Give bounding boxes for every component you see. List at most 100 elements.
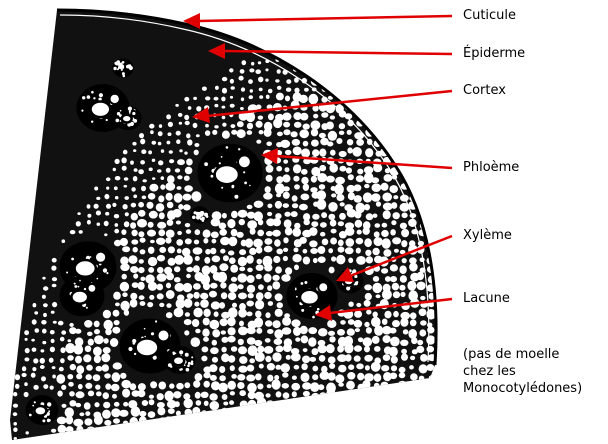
parenchyma-cell bbox=[363, 401, 372, 411]
parenchyma-cell bbox=[303, 124, 310, 130]
parenchyma-cell bbox=[346, 381, 355, 390]
parenchyma-cell bbox=[219, 263, 228, 271]
epidermis-cell bbox=[168, 122, 173, 127]
parenchyma-cell bbox=[327, 142, 333, 147]
parenchyma-cell bbox=[168, 246, 175, 253]
parenchyma-cell bbox=[204, 401, 209, 406]
parenchyma-cell bbox=[339, 151, 347, 157]
parenchyma-cell bbox=[120, 373, 126, 379]
parenchyma-cell bbox=[231, 346, 237, 352]
parenchyma-cell bbox=[292, 391, 297, 397]
parenchyma-cell bbox=[326, 122, 334, 130]
parenchyma-cell bbox=[228, 292, 236, 300]
parenchyma-cell bbox=[120, 437, 126, 443]
parenchyma-cell bbox=[380, 129, 388, 137]
parenchyma-cell bbox=[362, 434, 371, 444]
parenchyma-cell bbox=[410, 312, 417, 319]
parenchyma-cell bbox=[237, 121, 244, 127]
bundle-cell bbox=[191, 362, 194, 365]
epidermis-cell bbox=[321, 66, 326, 71]
parenchyma-cell bbox=[308, 337, 316, 347]
epidermis-cell bbox=[134, 168, 138, 172]
parenchyma-cell bbox=[283, 237, 288, 243]
parenchyma-cell bbox=[400, 124, 406, 129]
parenchyma-cell bbox=[356, 139, 364, 146]
epidermis-cell bbox=[97, 223, 101, 226]
parenchyma-cell bbox=[192, 438, 200, 444]
parenchyma-cell bbox=[231, 229, 238, 236]
epidermis-cell bbox=[284, 42, 289, 47]
epidermis-cell bbox=[222, 116, 226, 119]
parenchyma-cell bbox=[365, 148, 373, 157]
parenchyma-cell bbox=[267, 375, 273, 382]
parenchyma-cell bbox=[382, 238, 391, 249]
epidermis-cell bbox=[329, 70, 333, 74]
parenchyma-cell bbox=[429, 150, 435, 157]
epidermis-cell bbox=[158, 160, 163, 165]
epidermis-cell bbox=[277, 69, 281, 74]
epidermis-cell bbox=[42, 329, 47, 334]
bundle-cell bbox=[181, 368, 183, 370]
parenchyma-cell bbox=[372, 391, 380, 400]
parenchyma-cell bbox=[425, 129, 433, 138]
parenchyma-cell bbox=[346, 238, 355, 247]
epidermis-cell bbox=[184, 152, 187, 155]
epidermis-cell bbox=[24, 330, 29, 335]
parenchyma-cell bbox=[285, 167, 290, 172]
parenchyma-cell bbox=[186, 274, 191, 278]
parenchyma-cell bbox=[429, 214, 435, 220]
parenchyma-cell bbox=[390, 337, 400, 347]
parenchyma-cell bbox=[373, 164, 382, 173]
parenchyma-cell bbox=[354, 195, 362, 203]
parenchyma-cell bbox=[365, 428, 374, 436]
bundle-cell bbox=[204, 213, 208, 217]
parenchyma-cell bbox=[258, 284, 264, 290]
parenchyma-cell bbox=[184, 382, 190, 388]
epidermis-cell bbox=[122, 166, 127, 171]
parenchyma-cell bbox=[122, 292, 127, 297]
parenchyma-cell bbox=[282, 327, 292, 335]
parenchyma-cell bbox=[291, 398, 299, 406]
parenchyma-cell bbox=[86, 374, 92, 380]
parenchyma-cell bbox=[159, 212, 165, 219]
parenchyma-cell bbox=[412, 104, 417, 108]
parenchyma-cell bbox=[139, 295, 145, 300]
parenchyma-cell bbox=[124, 221, 130, 227]
epidermis-cell bbox=[87, 204, 91, 208]
epidermis-cell bbox=[15, 374, 20, 380]
epidermis-cell bbox=[185, 121, 190, 125]
parenchyma-cell bbox=[409, 400, 417, 408]
epidermis-cell bbox=[69, 323, 73, 327]
parenchyma-cell bbox=[364, 204, 370, 210]
epidermis-cell bbox=[52, 277, 57, 281]
parenchyma-cell bbox=[283, 248, 288, 252]
parenchyma-cell bbox=[227, 381, 236, 390]
epidermis-cell bbox=[61, 330, 66, 334]
epidermis-cell bbox=[40, 439, 45, 444]
parenchyma-cell bbox=[427, 123, 433, 129]
parenchyma-cell bbox=[394, 249, 399, 253]
parenchyma-cell bbox=[184, 399, 193, 409]
parenchyma-cell bbox=[282, 372, 288, 377]
epidermis-cell bbox=[249, 95, 253, 99]
parenchyma-cell bbox=[398, 381, 408, 390]
parenchyma-cell bbox=[308, 94, 318, 105]
epidermis-cell bbox=[265, 79, 268, 82]
parenchyma-cell bbox=[217, 272, 227, 283]
parenchyma-cell bbox=[149, 428, 157, 437]
parenchyma-cell bbox=[389, 68, 398, 76]
parenchyma-cell bbox=[174, 193, 183, 203]
epidermis-cell bbox=[115, 176, 121, 180]
parenchyma-cell bbox=[313, 114, 318, 119]
epidermis-cell bbox=[133, 176, 138, 181]
parenchyma-cell bbox=[167, 202, 174, 209]
parenchyma-cell bbox=[382, 319, 388, 325]
parenchyma-cell bbox=[309, 240, 317, 247]
parenchyma-cell bbox=[409, 412, 414, 417]
parenchyma-cell bbox=[412, 174, 418, 180]
epidermis-cell bbox=[58, 321, 64, 326]
parenchyma-cell bbox=[272, 352, 281, 361]
parenchyma-cell bbox=[256, 274, 262, 279]
parenchyma-cell bbox=[391, 102, 398, 109]
parenchyma-cell bbox=[240, 411, 246, 417]
